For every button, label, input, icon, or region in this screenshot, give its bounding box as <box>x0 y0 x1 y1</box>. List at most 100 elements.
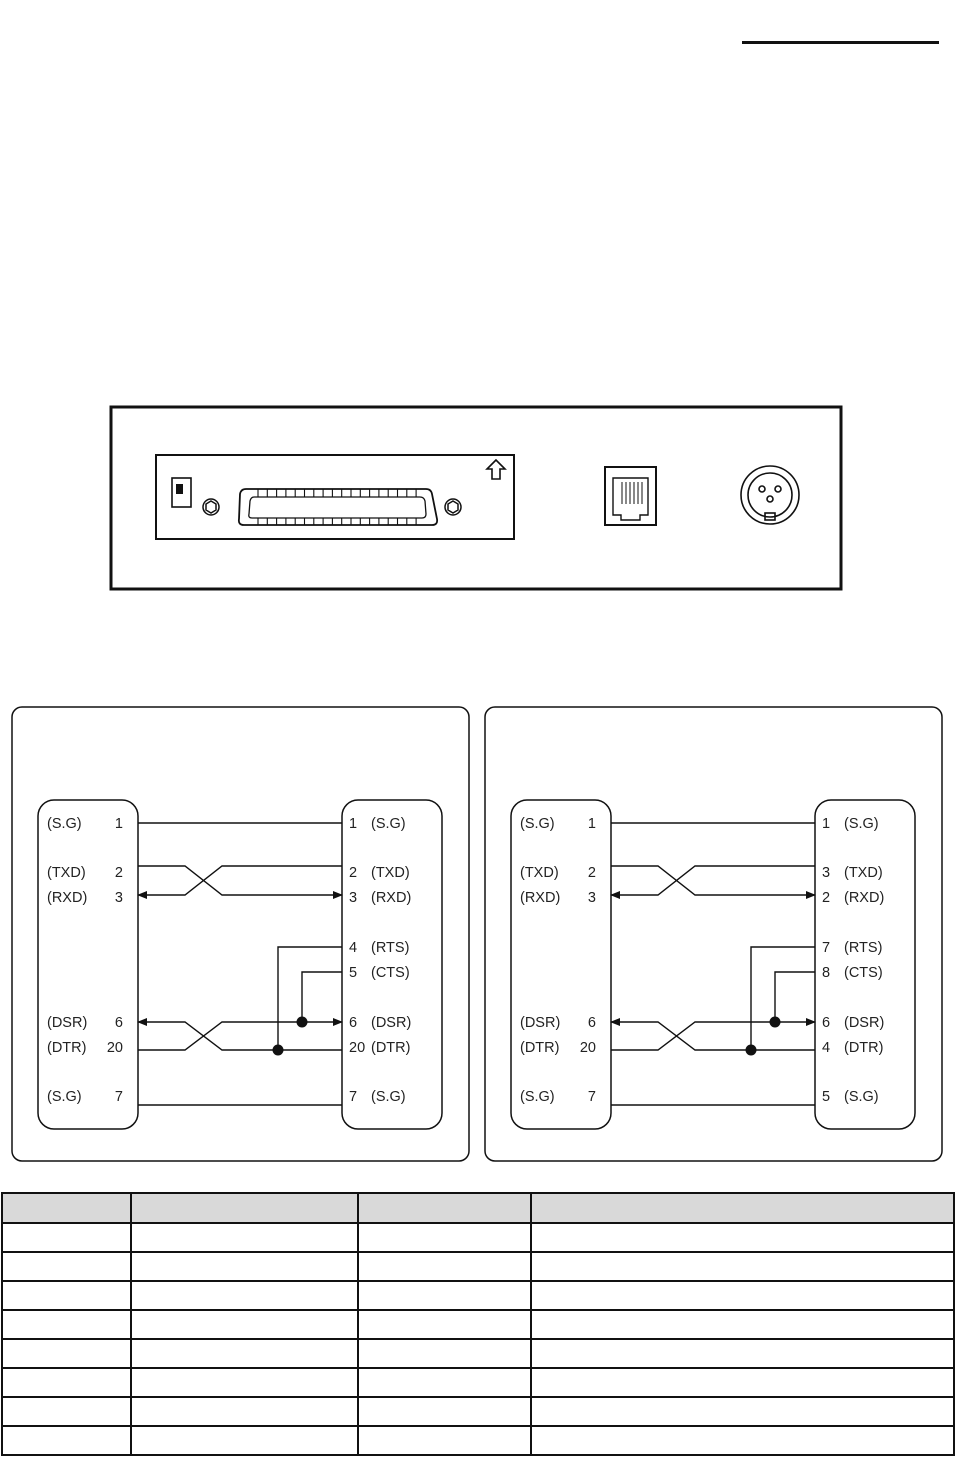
rear-panel-frame <box>109 405 843 591</box>
table-cell <box>130 1222 359 1253</box>
cable-diagram-right: (S.G)1(TXD)2(RXD)3(DSR)6(DTR)20(S.G)71(S… <box>484 706 943 1162</box>
printer-pin-signal: (S.G) <box>371 1089 406 1105</box>
dip-switch-lever <box>176 484 183 494</box>
printer-connector-box <box>341 799 443 1130</box>
host-pin-signal: (S.G) <box>47 816 82 832</box>
printer-pin-number: 7 <box>822 940 830 956</box>
host-pin-number: 20 <box>107 1040 123 1056</box>
screw-right <box>444 498 462 516</box>
host-pin-number: 3 <box>588 890 596 906</box>
printer-pin-signal: (S.G) <box>844 816 879 832</box>
table-cell <box>530 1222 955 1253</box>
table-cell <box>530 1280 955 1311</box>
host-pin-number: 7 <box>588 1089 596 1105</box>
junction-dot <box>272 1044 284 1056</box>
table-cell <box>530 1338 955 1369</box>
junction-dot <box>769 1016 781 1028</box>
wire-rxd-from-txd <box>610 865 815 899</box>
table-cell <box>130 1396 359 1427</box>
wire-rts-loop <box>750 946 815 1050</box>
table-row <box>1 1280 955 1311</box>
host-pin-number: 3 <box>115 890 123 906</box>
table-row <box>1 1338 955 1369</box>
diagram-frame <box>484 706 943 1162</box>
table-cell <box>1 1396 132 1427</box>
table-row <box>1 1222 955 1253</box>
host-pin-signal: (DSR) <box>47 1015 87 1031</box>
printer-pin-number: 6 <box>349 1015 357 1031</box>
printer-pin-number: 20 <box>349 1040 365 1056</box>
table-cell <box>357 1309 532 1340</box>
interface-board <box>155 454 515 540</box>
table-cell <box>1 1280 132 1311</box>
host-pin-number: 1 <box>588 816 596 832</box>
table-row <box>1 1425 955 1456</box>
wire-cts-loop <box>774 971 815 1022</box>
table-cell <box>530 1367 955 1398</box>
host-connector-box <box>37 799 139 1130</box>
table-cell <box>130 1251 359 1282</box>
printer-pin-number: 1 <box>349 816 357 832</box>
printer-pin-signal: (DSR) <box>844 1015 884 1031</box>
host-connector-box <box>510 799 612 1130</box>
centronics-connector <box>237 488 439 526</box>
wire-dtr-to-dsr <box>611 1018 816 1051</box>
printer-pin-number: 1 <box>822 816 830 832</box>
table-cell <box>130 1367 359 1398</box>
printer-pin-number: 2 <box>349 865 357 881</box>
header-rule <box>742 41 939 44</box>
printer-pin-signal: (DTR) <box>371 1040 410 1056</box>
host-pin-number: 2 <box>115 865 123 881</box>
table-header-cell <box>530 1192 955 1224</box>
junction-dot <box>296 1016 308 1028</box>
table-cell <box>1 1367 132 1398</box>
table-row <box>1 1367 955 1398</box>
printer-pin-number: 5 <box>822 1089 830 1105</box>
printer-pin-signal: (S.G) <box>371 816 406 832</box>
table-cell <box>1 1425 132 1456</box>
printer-pin-number: 3 <box>822 865 830 881</box>
host-pin-signal: (S.G) <box>520 816 555 832</box>
table-cell <box>357 1251 532 1282</box>
printer-pin-number: 8 <box>822 965 830 981</box>
table-cell <box>357 1396 532 1427</box>
table-cell <box>530 1251 955 1282</box>
printer-pin-signal: (DTR) <box>844 1040 883 1056</box>
printer-pin-signal: (RXD) <box>371 890 411 906</box>
wire-dtr-to-dsr <box>138 1018 343 1051</box>
serial-wiring-diagrams: (S.G) 1 (TXD) 2 (RXD) 3 (DSR) 6 (DTR) 20 (S.G) 7 1 (S… <box>11 706 943 1162</box>
printer-pin-signal: (S.G) <box>844 1089 879 1105</box>
cable-diagram-left: (S.G)1(TXD)2(RXD)3(DSR)6(DTR)20(S.G)71(S… <box>11 706 470 1162</box>
table-cell <box>357 1367 532 1398</box>
table-header-cell <box>130 1192 359 1224</box>
table-header-row <box>1 1192 955 1224</box>
printer-pin-signal: (RTS) <box>844 940 882 956</box>
host-pin-signal: (TXD) <box>47 865 86 881</box>
host-pin-number: 1 <box>115 816 123 832</box>
table-cell <box>130 1425 359 1456</box>
printer-pin-signal: (CTS) <box>371 965 410 981</box>
table-cell <box>130 1338 359 1369</box>
din-power-connector <box>740 465 800 525</box>
printer-pin-number: 6 <box>822 1015 830 1031</box>
wire-cts-loop <box>301 971 342 1022</box>
table-header-cell <box>1 1192 132 1224</box>
host-pin-number: 6 <box>115 1015 123 1031</box>
printer-pin-number: 4 <box>349 940 357 956</box>
host-pin-signal: (DTR) <box>520 1040 559 1056</box>
printer-pin-signal: (RTS) <box>371 940 409 956</box>
printer-pin-number: 2 <box>822 890 830 906</box>
table-cell <box>357 1425 532 1456</box>
table-header-cell <box>357 1192 532 1224</box>
table-cell <box>357 1338 532 1369</box>
printer-connector-box <box>814 799 916 1130</box>
host-pin-number: 2 <box>588 865 596 881</box>
table-cell <box>130 1280 359 1311</box>
table-row <box>1 1309 955 1340</box>
dip-switch <box>171 477 192 508</box>
arrow-up-icon <box>485 458 507 480</box>
table-cell <box>530 1309 955 1340</box>
table-cell <box>1 1251 132 1282</box>
table-cell <box>1 1309 132 1340</box>
host-pin-signal: (RXD) <box>47 890 87 906</box>
